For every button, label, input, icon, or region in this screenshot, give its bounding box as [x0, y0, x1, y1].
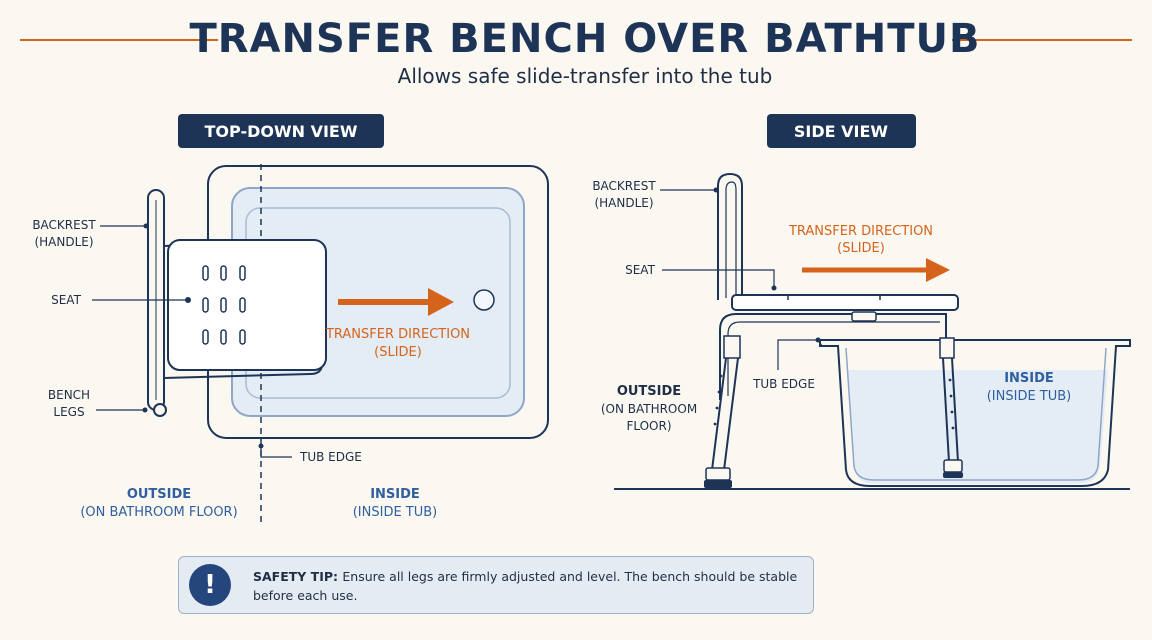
leader-tub-edge	[260, 446, 292, 458]
frame-clamp	[851, 311, 877, 322]
tub-water	[848, 370, 1108, 484]
safety-tip-text: SAFETY TIP: Ensure all legs are firmly a…	[253, 567, 805, 605]
side-leader-seat	[662, 269, 775, 288]
side-inside-label-2: (INSIDE TUB)	[987, 389, 1072, 404]
top-view: TOP-DOWN VIEW	[32, 114, 549, 526]
side-outside-label-1: OUTSIDE	[617, 384, 681, 399]
side-seat	[731, 294, 959, 311]
top-tub-edge-label: TUB EDGE	[299, 450, 362, 464]
leader-seat-dot	[185, 297, 191, 303]
top-outside-label-1: OUTSIDE	[127, 487, 191, 502]
safety-tip-body: Ensure all legs are firmly adjusted and …	[253, 569, 798, 603]
seat-drain-holes	[202, 265, 246, 345]
side-view: SIDE VIEW	[592, 114, 1131, 490]
leader-tub-edge-dot	[258, 443, 264, 449]
top-backrest-label-1: BACKREST	[32, 218, 96, 232]
side-leg-right	[942, 357, 959, 463]
leader-legs-dot	[142, 407, 148, 413]
page-subtitle: Allows safe slide-transfer into the tub	[398, 64, 773, 88]
safety-tip-label: SAFETY TIP:	[253, 569, 343, 584]
side-leg-left-upper	[723, 335, 741, 359]
side-foot-right-base	[943, 472, 963, 478]
top-direction-arrow-head	[428, 288, 454, 316]
side-view-badge	[767, 114, 916, 148]
leg-left-holes	[713, 374, 723, 426]
safety-tip-box: ! SAFETY TIP: Ensure all legs are firmly…	[178, 556, 814, 614]
side-backrest-label-1: BACKREST	[592, 179, 656, 193]
top-legs-label-1: BENCH	[48, 388, 90, 402]
page-title: TRANSFER BENCH OVER BATHTUB	[189, 16, 980, 62]
side-leader-tub-edge-dot	[815, 337, 821, 343]
side-backrest-inner	[725, 181, 737, 298]
top-view-badge-label: TOP-DOWN VIEW	[204, 122, 357, 141]
seat-panel	[167, 239, 327, 371]
side-direction-arrow-head	[926, 258, 950, 282]
side-foot-left-base	[704, 480, 732, 488]
top-outside-label-2: (ON BATHROOM FLOOR)	[80, 505, 237, 520]
top-legs-label-2: LEGS	[53, 405, 84, 419]
top-inside-label-1: INSIDE	[370, 487, 420, 502]
side-leg-right-upper	[939, 337, 955, 359]
side-direction-label-2: (SLIDE)	[837, 241, 885, 256]
top-direction-label-2: (SLIDE)	[374, 345, 422, 360]
side-outside-label-3: FLOOR)	[626, 419, 671, 433]
leader-backrest-dot	[143, 223, 149, 229]
side-seat-label: SEAT	[625, 263, 655, 277]
side-leader-tub-edge	[777, 339, 823, 370]
side-leader-backrest-dot	[713, 187, 719, 193]
side-leader-seat-dot	[771, 285, 777, 291]
side-backrest	[717, 172, 743, 300]
top-direction-label-1: TRANSFER DIRECTION	[325, 327, 470, 342]
side-foot-right	[943, 459, 963, 473]
side-direction-label-1: TRANSFER DIRECTION	[788, 224, 933, 239]
side-backrest-label-2: (HANDLE)	[594, 196, 653, 210]
exclamation-icon: !	[189, 564, 231, 606]
tub-wall-inner	[845, 347, 1107, 481]
side-tub-edge-label: TUB EDGE	[752, 377, 815, 391]
leg-right-holes	[948, 378, 955, 430]
top-seat-label: SEAT	[51, 293, 81, 307]
bench-leg-foot	[153, 403, 167, 417]
side-frame-inner	[727, 321, 940, 396]
side-foot-left	[705, 467, 731, 481]
side-outside-label-2: (ON BATHROOM	[601, 402, 697, 416]
side-view-badge-label: SIDE VIEW	[794, 122, 889, 141]
side-leg-left	[711, 357, 739, 471]
top-view-badge	[178, 114, 384, 148]
drain-icon	[473, 289, 495, 311]
top-backrest-label-2: (HANDLE)	[34, 235, 93, 249]
tub-wall	[819, 339, 1131, 487]
side-inside-label-1: INSIDE	[1004, 371, 1054, 386]
side-frame	[719, 313, 947, 400]
top-inside-label-2: (INSIDE TUB)	[353, 505, 438, 520]
